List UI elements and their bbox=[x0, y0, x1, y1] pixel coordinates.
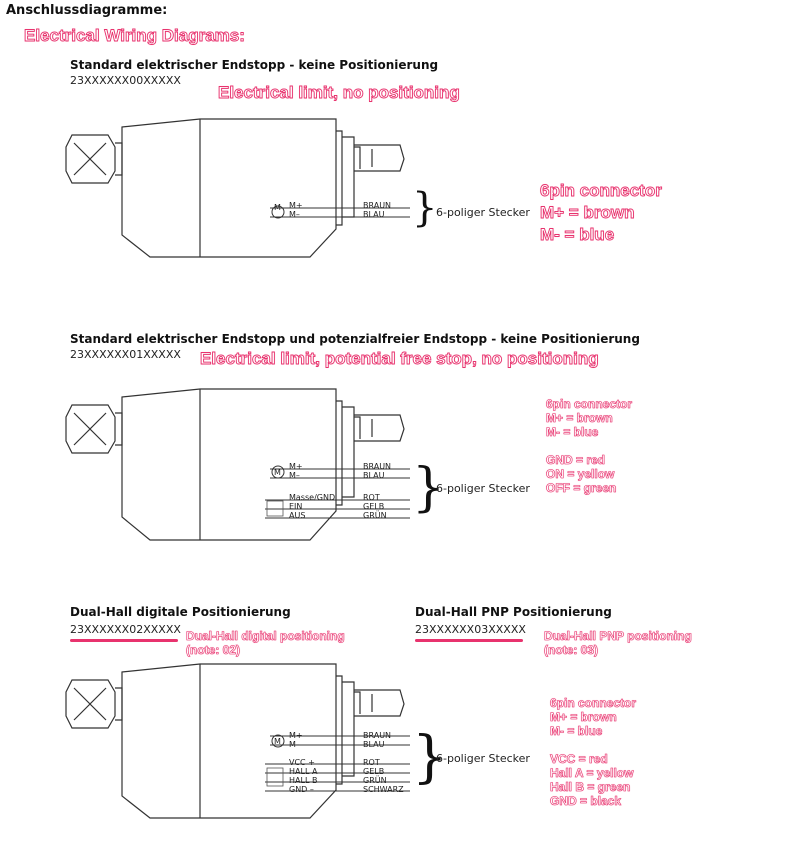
annotation-6pin: 6pin connector bbox=[540, 181, 663, 201]
pin-color-blau: BLAU bbox=[363, 740, 385, 749]
section1-code: 23XXXXXX00XXXXX bbox=[70, 74, 181, 87]
section3-note-left: Dual-Hall digital positioning bbox=[186, 629, 345, 644]
annotation-m-plus: M+ = brown bbox=[546, 411, 613, 426]
pin-label-m-minus: M– bbox=[289, 210, 300, 219]
pin-label-aus: AUS bbox=[289, 511, 306, 520]
annotation-vcc: VCC = red bbox=[550, 752, 608, 767]
pin-color-gruen: GRÜN bbox=[363, 511, 387, 520]
pin-color-braun: BRAUN bbox=[363, 201, 392, 210]
section3-code-right: 23XXXXXX03XXXXX bbox=[415, 623, 526, 636]
pin-color-rot: ROT bbox=[363, 493, 380, 502]
pin-color-gelb: GELB bbox=[363, 502, 385, 511]
pin-label-gnd: GND – bbox=[289, 785, 314, 794]
connector-label: 6-poliger Stecker bbox=[436, 206, 530, 219]
section2-code: 23XXXXXX01XXXXX bbox=[70, 348, 181, 361]
connector-brace: } bbox=[412, 725, 448, 790]
pin-label-ein: EIN bbox=[289, 502, 303, 511]
pin-color-blau: BLAU bbox=[363, 210, 385, 219]
motor-symbol: M bbox=[274, 203, 281, 212]
section1-title: Standard elektrischer Endstopp - keine P… bbox=[70, 58, 439, 72]
annotation-m-minus: M- = blue bbox=[550, 724, 603, 739]
pin-label-vcc: VCC + bbox=[289, 758, 315, 767]
annotation-on: ON = yellow bbox=[546, 467, 615, 482]
section3-title-left: Dual-Hall digitale Positionierung bbox=[70, 605, 291, 619]
annotation-hall-b: Hall B = green bbox=[550, 780, 631, 795]
annotation-m-plus: M+ = brown bbox=[540, 203, 635, 223]
connector-label: 6-poliger Stecker bbox=[436, 752, 530, 765]
pin-label-m-minus: M– bbox=[289, 471, 300, 480]
annotation-6pin: 6pin connector bbox=[546, 397, 633, 412]
connector-brace: } bbox=[412, 185, 438, 231]
annotation-gnd: GND = red bbox=[546, 453, 606, 468]
section1-note: Electrical limit, no positioning bbox=[218, 83, 461, 103]
section3-code-left: 23XXXXXX02XXXXX bbox=[70, 623, 181, 636]
pin-label-hall-a: HALL A bbox=[289, 767, 318, 776]
annotation-m-plus: M+ = brown bbox=[550, 710, 617, 725]
actuator-drawing-2 bbox=[65, 388, 410, 541]
section2-title: Standard elektrischer Endstopp und poten… bbox=[70, 332, 640, 346]
code-underline-left bbox=[70, 639, 178, 642]
pin-color-blau: BLAU bbox=[363, 471, 385, 480]
pin-color-rot: ROT bbox=[363, 758, 380, 767]
section3-note-right-sub: (note: 03) bbox=[544, 643, 599, 658]
annotation-hall-a: Hall A = yellow bbox=[550, 766, 634, 781]
pin-color-braun: BRAUN bbox=[363, 462, 392, 471]
annotation-6pin: 6pin connector bbox=[550, 696, 637, 711]
annotation-m-minus: M- = blue bbox=[540, 225, 615, 245]
page-heading: Anschlussdiagramme: bbox=[6, 3, 168, 18]
connector-brace: } bbox=[412, 458, 446, 518]
annotation-gnd: GND = black bbox=[550, 794, 622, 809]
pin-label-hall-b: HALL B bbox=[289, 776, 318, 785]
pin-label-m-minus: M– bbox=[289, 740, 300, 749]
actuator-drawing-3 bbox=[65, 663, 410, 819]
pin-color-schwarz: SCHWARZ bbox=[363, 785, 404, 794]
actuator-drawing-1 bbox=[65, 118, 410, 258]
annotation-off: OFF = green bbox=[546, 481, 617, 496]
pin-label-m-plus: M+ bbox=[289, 201, 303, 210]
pin-label-gnd: Masse/GND bbox=[289, 493, 336, 502]
section3-note-right: Dual-Hall PNP positioning bbox=[544, 629, 692, 644]
motor-symbol: M bbox=[274, 468, 281, 477]
pin-label-m-plus: M+ bbox=[289, 731, 303, 740]
annotation-m-minus: M- = blue bbox=[546, 425, 599, 440]
connector-label: 6-poliger Stecker bbox=[436, 482, 530, 495]
motor-symbol: M bbox=[274, 737, 281, 746]
code-underline-right bbox=[415, 639, 523, 642]
pin-color-gelb: GELB bbox=[363, 767, 385, 776]
page-heading-english: Electrical Wiring Diagrams: bbox=[24, 26, 246, 46]
pin-color-braun: BRAUN bbox=[363, 731, 392, 740]
pin-label-m-plus: M+ bbox=[289, 462, 303, 471]
section3-note-left-sub: (note: 02) bbox=[186, 643, 241, 658]
section3-title-right: Dual-Hall PNP Positionierung bbox=[415, 605, 612, 619]
pin-color-gruen: GRÜN bbox=[363, 776, 387, 785]
section2-note: Electrical limit, potential free stop, n… bbox=[200, 349, 600, 369]
